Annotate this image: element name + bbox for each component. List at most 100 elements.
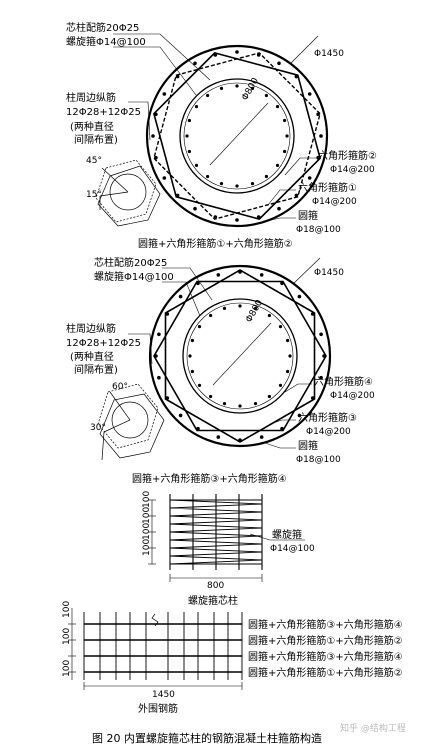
core-bar: [235, 184, 239, 188]
outer-row-label-4: 圆箍+六角形箍筋①+六角形箍筋②: [248, 666, 403, 679]
section-diagram-2: [97, 257, 332, 461]
core-bar: [188, 354, 192, 358]
hexagonal-stirrup-2: [153, 52, 321, 220]
leader-circle-hoop: [261, 217, 296, 223]
core-bar: [222, 306, 227, 310]
perimeter-bar: [193, 61, 197, 66]
outer-rebar-elevation: [68, 608, 243, 690]
outer-width-label: 1450: [152, 690, 175, 700]
perimeter-bar: [216, 273, 221, 277]
core-bar: [235, 84, 239, 88]
core-bars-label: 芯柱配筋20Φ25: [66, 21, 139, 34]
spiral-core-caption: 螺旋箍芯柱: [188, 594, 238, 607]
core-bar: [206, 174, 210, 179]
hex2-spec: Φ14@200: [330, 165, 375, 175]
core-bar: [275, 105, 280, 109]
perimeter-bar: [259, 273, 264, 277]
figure-caption: 图 20 内置螺旋箍芯柱的钢筋混凝土柱箍筋构造: [92, 731, 322, 745]
leader-hex2: [284, 157, 316, 176]
core-bar: [187, 149, 191, 154]
leader-core-bars: [113, 33, 211, 81]
perimeter-bars-note-2: 间隔布置): [74, 363, 118, 376]
core-bar: [275, 163, 280, 167]
outer-row-label-1: 圆箍+六角形箍筋③+六角形箍筋④: [248, 618, 403, 631]
leader-spiral: [113, 46, 197, 96]
spiral-label: 螺旋箍Φ14@100: [66, 35, 146, 48]
width-dimension: [169, 574, 263, 582]
core-bars-label: 芯柱配筋20Φ25: [94, 256, 167, 269]
spiral-zigzag: [169, 499, 263, 565]
spiral-spec: Φ14@100: [270, 544, 315, 554]
perimeter-bar: [319, 134, 323, 138]
hex4-title: 六角形箍筋④: [314, 375, 373, 388]
outer-diameter-line: [289, 35, 319, 65]
hexagonal-stirrup-1: [153, 52, 321, 220]
diagram-2-caption: 圆箍+六角形箍筋③+六角形箍筋④: [132, 472, 287, 485]
core-width-label: 800: [207, 581, 224, 591]
angle-label-b: 15°: [86, 190, 102, 200]
spiral-core-hoop: [182, 298, 298, 414]
core-bar: [222, 402, 227, 406]
pitch-dimension: [148, 499, 156, 565]
hexagonal-stirrup-4: [164, 269, 316, 443]
perimeter-bar: [277, 61, 281, 66]
spiral-title: 螺旋箍: [272, 528, 302, 541]
core-bar: [264, 93, 268, 98]
perimeter-bars-note-1: (两种直径: [70, 350, 114, 363]
hexagonal-stirrup-3: [153, 280, 327, 432]
watermark: 知乎 @结构工程: [340, 722, 406, 734]
core-diameter-label: Φ800: [244, 298, 265, 324]
angle-label-a: 45°: [86, 156, 102, 166]
core-bar: [190, 338, 194, 343]
perimeter-bar: [297, 413, 302, 418]
leader-spiral: [249, 533, 305, 541]
core-diameter-label: Φ800: [240, 76, 261, 102]
diagram-2-labels: 芯柱配筋20Φ25 螺旋箍Φ14@100 Φ1450 Φ800 柱周边纵筋 12…: [66, 256, 375, 485]
perimeter-bar: [307, 92, 312, 96]
angle-label-a: 60°: [112, 382, 128, 392]
core-bar: [194, 163, 199, 167]
angle-label-b: 30°: [90, 423, 106, 433]
core-bar: [253, 402, 258, 406]
perimeter-bar: [193, 206, 197, 211]
core-bar: [278, 325, 283, 329]
outer-pitch-dimension: [68, 608, 76, 680]
perimeter-bar: [178, 413, 183, 418]
perimeter-bar: [157, 332, 161, 337]
diagram-1-labels: 芯柱配筋20Φ25 螺旋箍Φ14@100 Φ1450 Φ800 柱周边纵筋 12…: [66, 21, 377, 250]
perimeter-bar: [157, 375, 161, 380]
perimeter-bar: [235, 218, 239, 222]
hex2-title: 六角形箍筋②: [318, 149, 377, 162]
core-bar: [283, 118, 287, 123]
leader-hex4: [284, 383, 312, 393]
angle-sketch-1: [95, 159, 161, 227]
pitch-label-1: 100: [142, 491, 152, 508]
pitch-label-3: 100: [142, 523, 152, 540]
core-bar: [187, 118, 191, 123]
perimeter-bar: [178, 294, 183, 299]
leader-perimeter-bars: [128, 333, 153, 365]
perimeter-bar: [297, 294, 302, 299]
core-bar: [286, 338, 290, 343]
circle-hoop-spec: Φ18@100: [296, 225, 341, 235]
perimeter-bar: [162, 176, 167, 180]
core-vertical-bars: [169, 494, 263, 570]
core-bar: [209, 394, 213, 399]
perimeter-bars-note-1: (两种直径: [70, 120, 114, 133]
perimeter-bar: [259, 435, 264, 439]
perimeter-bars-title: 柱周边纵筋: [66, 91, 116, 104]
core-bars: [188, 304, 292, 408]
spiral-core-elevation: [148, 494, 305, 582]
outer-diameter-label: Φ1450: [314, 268, 344, 278]
break-mark: [151, 613, 159, 627]
outer-row-label-3: 圆箍+六角形箍筋③+六角形箍筋④: [248, 650, 403, 663]
perimeter-bar: [319, 375, 323, 380]
core-bar: [194, 105, 199, 109]
outer-vertical-bars: [83, 612, 243, 680]
outer-hoop: [148, 264, 332, 448]
perimeter-bar: [307, 176, 312, 180]
core-bar: [267, 313, 271, 318]
perimeter-bar: [235, 50, 239, 54]
core-bar: [250, 86, 255, 90]
